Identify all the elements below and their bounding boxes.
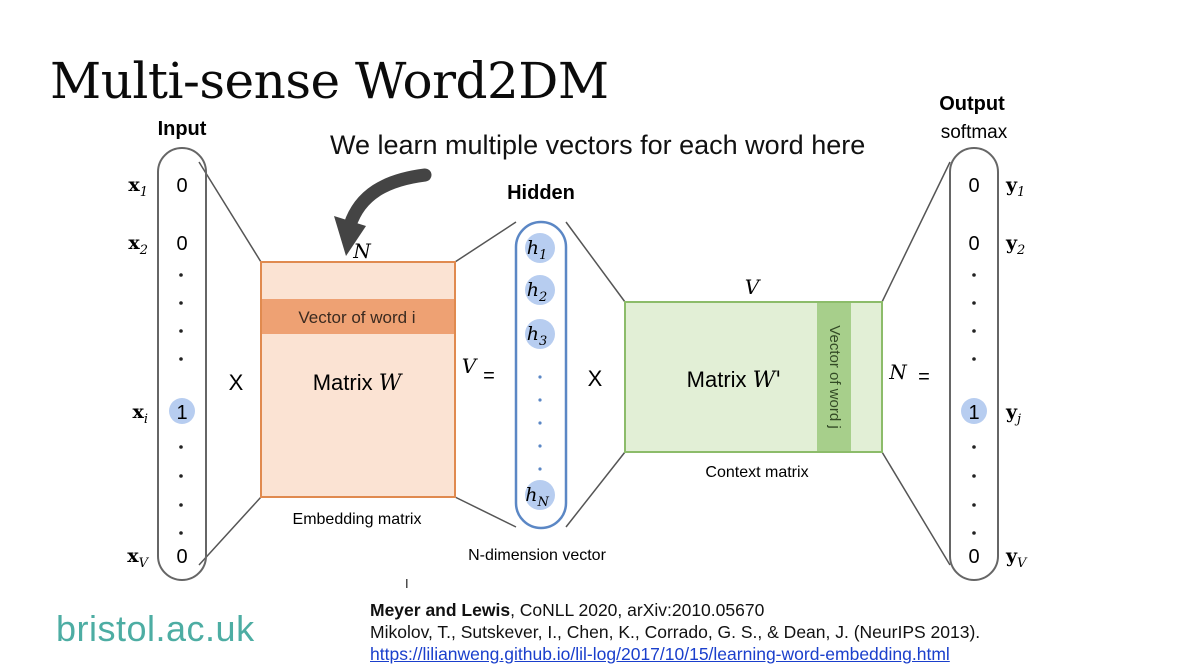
context-matrix: Vector of word j Matrix W' V N = Context…: [624, 275, 930, 481]
output-column: Output softmax 0 y1 0 y2 1 yj 0 yV: [939, 93, 1028, 581]
hidden-ellipsis: [538, 375, 542, 471]
matrix-w-prime-label: Matrix W': [687, 367, 782, 393]
brand-url: bristol.ac.uk: [56, 608, 255, 649]
input-value-2: 0: [176, 233, 187, 255]
context-side-dim: N: [888, 360, 908, 384]
context-equals: =: [918, 366, 930, 388]
embedding-caption: Embedding matrix: [293, 511, 422, 528]
input-label-2: x2: [128, 232, 148, 258]
output-capsule: [949, 147, 999, 581]
output-label-1: y1: [1005, 174, 1025, 200]
reference-1: Meyer and Lewis, CoNLL 2020, arXiv:2010.…: [370, 599, 980, 621]
input-capsule: [157, 147, 207, 581]
reference-1-rest: , CoNLL 2020, arXiv:2010.05670: [510, 600, 765, 620]
hidden-unit-2: [525, 275, 555, 305]
reference-1-author: Meyer and Lewis: [370, 600, 511, 620]
hidden-unit-3: [525, 319, 555, 349]
multiply-sign-1: X: [229, 370, 244, 395]
multiply-sign-2: X: [588, 366, 603, 391]
input-value-V: 0: [176, 546, 187, 568]
hidden-unit-label-2: h2: [527, 279, 548, 305]
references: Meyer and Lewis, CoNLL 2020, arXiv:2010.…: [370, 599, 980, 665]
output-ellipsis: [972, 273, 976, 535]
output-sublabel: softmax: [941, 122, 1008, 143]
output-value-2: 0: [968, 233, 979, 255]
hidden-unit-label-1: h1: [527, 237, 548, 263]
slide-title: Multi-sense Word2DM: [50, 52, 609, 110]
output-label-2: y2: [1005, 232, 1025, 258]
output-label-j: yj: [1005, 401, 1021, 427]
hidden-unit-label-N: hN: [525, 484, 549, 510]
output-label-V: yV: [1005, 545, 1028, 571]
word-j-column-label: Vector of word j: [826, 325, 843, 428]
word-i-row: [262, 299, 454, 334]
reference-link[interactable]: https://lilianweng.github.io/lil-log/201…: [370, 644, 950, 664]
callout-text: We learn multiple vectors for each word …: [330, 130, 866, 160]
input-label-1: x1: [128, 174, 148, 200]
hidden-caption: N-dimension vector: [468, 547, 607, 564]
context-top-dim: V: [745, 275, 762, 299]
context-caption: Context matrix: [705, 464, 808, 481]
embedding-equals: =: [483, 365, 495, 387]
word-i-row-label: Vector of word i: [298, 308, 415, 327]
hidden-layer: Hidden h1 h2 h3 hN N-dimension vector: [468, 182, 607, 564]
output-label: Output: [939, 93, 1005, 115]
matrix-w-label: Matrix W: [313, 370, 404, 396]
text-cursor-icon: I: [405, 576, 409, 591]
input-ellipsis: [179, 273, 183, 535]
hidden-unit-1: [525, 233, 555, 263]
hidden-label: Hidden: [507, 182, 575, 204]
reference-2: Mikolov, T., Sutskever, I., Chen, K., Co…: [370, 622, 981, 642]
connector-lines: [198, 161, 951, 566]
output-value-V: 0: [968, 546, 979, 568]
input-column: Input 0 x1 0 x2 1 xi 0 xV: [127, 118, 207, 581]
output-highlight: [961, 398, 987, 424]
callout-arrow: [334, 168, 432, 256]
embedding-side-dim: V: [462, 354, 479, 378]
hidden-capsule: [514, 220, 568, 530]
input-value-1: 0: [176, 175, 187, 197]
input-label: Input: [158, 118, 207, 140]
input-label-i: xi: [133, 401, 149, 427]
embedding-top-dim: N: [352, 239, 372, 263]
hidden-unit-N: [525, 480, 555, 510]
word-j-column: [817, 303, 851, 451]
input-label-V: xV: [127, 545, 149, 571]
output-value-j: 1: [968, 402, 979, 424]
output-value-1: 0: [968, 175, 979, 197]
hidden-unit-label-3: h3: [527, 323, 548, 349]
input-value-i: 1: [176, 402, 187, 424]
embedding-matrix: Vector of word i Matrix W N V = Embeddin…: [260, 239, 495, 528]
input-highlight: [169, 398, 195, 424]
